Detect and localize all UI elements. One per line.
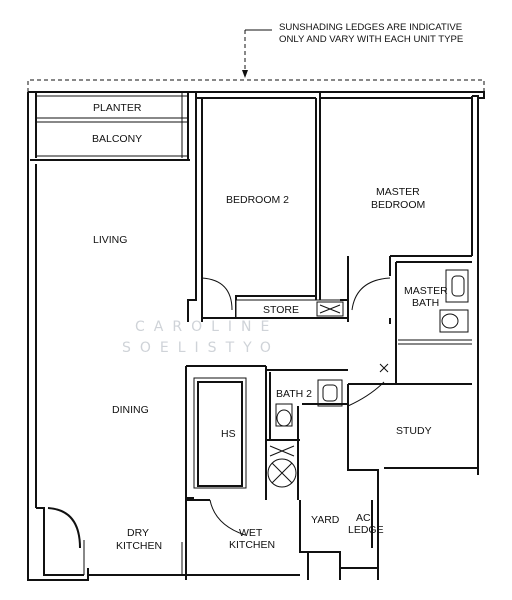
study-door-swing xyxy=(347,381,385,407)
label-hs: HS xyxy=(221,428,236,440)
bedroom2-walls xyxy=(187,92,321,322)
master-bath-zone xyxy=(379,261,472,385)
toilet xyxy=(439,309,469,333)
hs-room-outline xyxy=(193,377,247,489)
kitchen-zone xyxy=(47,498,378,580)
label-living: LIVING xyxy=(93,234,127,246)
label-wet-kitchen-line1: WET xyxy=(239,527,263,539)
label-master-bath-line1: MASTER xyxy=(404,285,448,297)
label-bath-2: BATH 2 xyxy=(276,388,312,400)
basin xyxy=(445,269,469,303)
master-bedroom-walls xyxy=(320,97,472,324)
label-bedroom-2: BEDROOM 2 xyxy=(226,194,289,206)
watermark-line-2: SOELISTYO xyxy=(122,340,280,356)
label-store: STORE xyxy=(263,304,299,316)
label-wet-kitchen-line2: KITCHEN xyxy=(229,539,275,551)
watermark-line-1: CAROLINE xyxy=(135,319,278,335)
label-ac-ledge-line1: AC xyxy=(356,512,371,524)
sunshading-note: SUNSHADING LEDGES ARE INDICATIVE ONLY AN… xyxy=(242,22,463,78)
master-bedroom-door-swing xyxy=(351,277,391,311)
main-door-swing xyxy=(47,507,81,549)
label-planter: PLANTER xyxy=(93,102,142,114)
bedroom2-door-swing xyxy=(201,277,233,311)
outer-walls xyxy=(27,91,485,581)
sunshading-ledge-outline xyxy=(27,79,485,98)
study-zone xyxy=(347,381,478,580)
room-labels: PLANTER BALCONY LIVING DINING DRY KITCHE… xyxy=(92,102,448,552)
washer xyxy=(267,458,297,488)
label-dry-kitchen-line1: DRY xyxy=(127,527,149,539)
bath2-zone xyxy=(266,369,348,500)
hs-door-swing xyxy=(209,499,246,536)
balcony-zone xyxy=(30,92,190,161)
label-dining: DINING xyxy=(112,404,149,416)
label-dry-kitchen-line2: KITCHEN xyxy=(116,540,162,552)
label-master-bedroom-line2: BEDROOM xyxy=(371,199,425,211)
label-master-bedroom-line1: MASTER xyxy=(376,186,420,198)
note-line-1: SUNSHADING LEDGES ARE INDICATIVE xyxy=(279,22,462,33)
note-arrow-icon xyxy=(242,70,248,78)
store-zone xyxy=(235,299,349,319)
label-balcony: BALCONY xyxy=(92,133,142,145)
label-master-bath-line2: BATH xyxy=(412,297,439,309)
bath2-basin xyxy=(317,379,343,407)
label-ac-ledge-line2: LEDGE xyxy=(348,524,384,536)
label-study: STUDY xyxy=(396,425,432,437)
note-line-2: ONLY AND VARY WITH EACH UNIT TYPE xyxy=(279,34,463,45)
hs-block xyxy=(185,365,267,536)
label-yard: YARD xyxy=(311,514,340,526)
watermark: CAROLINE SOELISTYO xyxy=(122,319,280,356)
